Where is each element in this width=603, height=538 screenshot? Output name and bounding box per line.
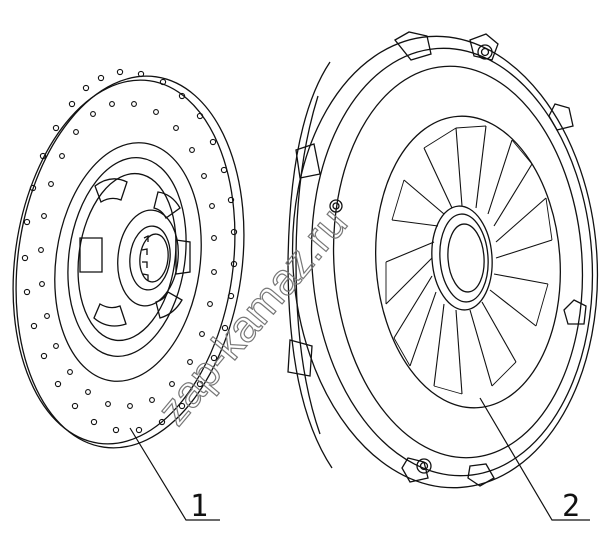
leader-line-2: [479, 397, 590, 521]
leader-line-1: [129, 427, 220, 521]
callout-1: 1: [129, 427, 220, 524]
clutch-pressure-plate: [287, 31, 599, 489]
callout-label-1: 1: [190, 489, 208, 524]
watermark-text: zap-kamaz.ru: [148, 199, 357, 435]
callout-label-2: 2: [562, 489, 580, 524]
callout-2: 2: [479, 397, 590, 524]
clutch-disc: [12, 68, 245, 449]
